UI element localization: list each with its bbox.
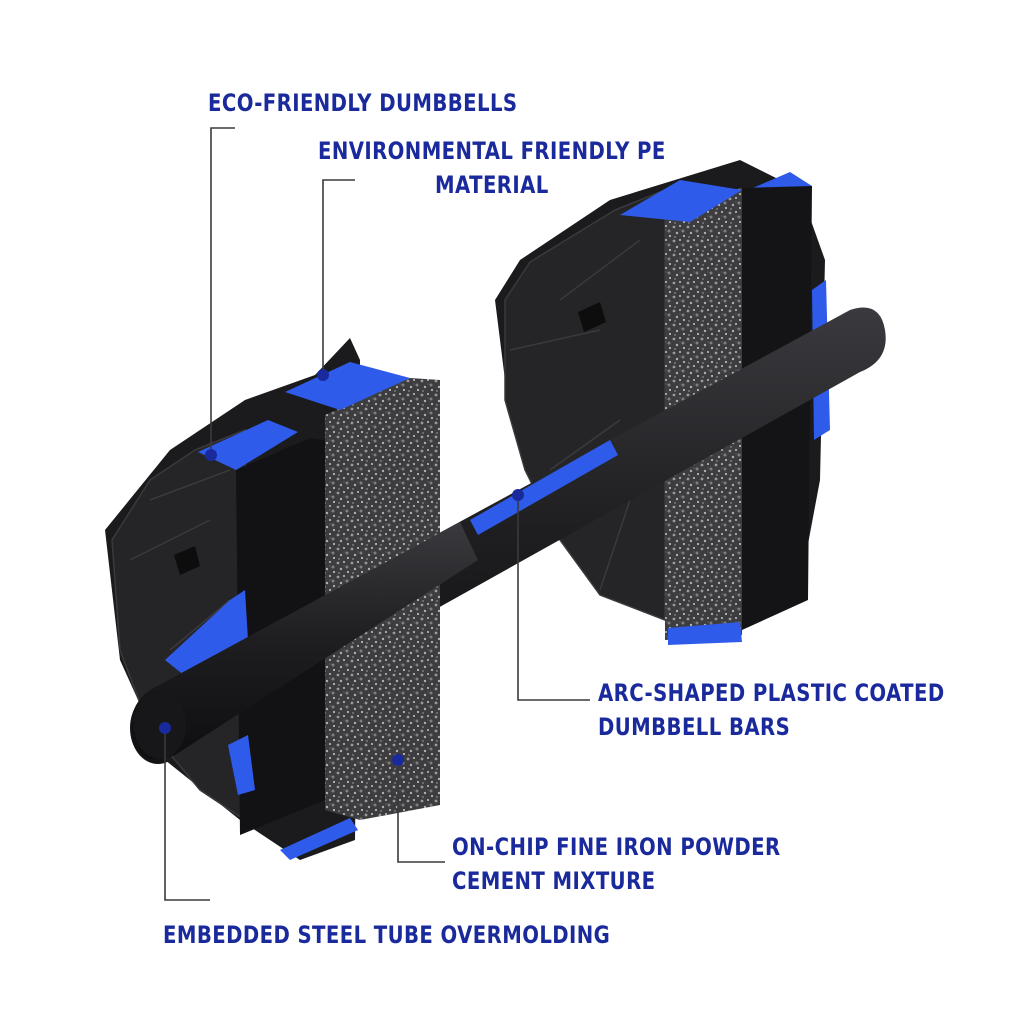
bar-front-segment [131, 522, 478, 760]
leader-eco [210, 127, 235, 455]
callout-iron-powder: ON-CHIP FINE IRON POWDER CEMENT MIXTURE [452, 830, 781, 898]
callout-arc-line2: DUMBBELL BARS [598, 713, 791, 741]
callout-chip-line2: CEMENT MIXTURE [452, 867, 656, 895]
callout-chip-line1: ON-CHIP FINE IRON POWDER [452, 833, 781, 861]
right-square-hole [578, 302, 606, 332]
callout-eco-friendly: ECO-FRIENDLY DUMBBELLS [208, 86, 518, 120]
dot-chip [392, 754, 404, 766]
callout-environmental: ENVIRONMENTAL FRIENDLY PE MATERIAL [318, 134, 666, 202]
left-blue-clip-top [165, 590, 248, 680]
left-blue-bottom [280, 818, 358, 860]
left-blue-cap-back [285, 362, 410, 410]
dot-env [317, 369, 329, 381]
leader-env [322, 179, 355, 375]
leader-tube [164, 728, 210, 901]
leader-arc [517, 495, 590, 701]
bar-blue-sleeve [470, 440, 618, 535]
callout-arc-line1: ARC-SHAPED PLASTIC COATED [598, 679, 945, 707]
left-blue-cap-front [198, 420, 298, 470]
right-blue-bottom [668, 622, 742, 645]
callout-env-line2: MATERIAL [435, 171, 549, 199]
leader-dots [159, 369, 524, 766]
callout-steel-tube: EMBEDDED STEEL TUBE OVERMOLDING [163, 918, 610, 952]
left-blue-clip-bottom [228, 735, 255, 795]
dot-eco [205, 449, 217, 461]
callout-eco-line1: ECO-FRIENDLY DUMBBELLS [208, 89, 518, 117]
right-weight [495, 160, 830, 645]
leader-lines [164, 127, 590, 901]
dot-tube [159, 722, 171, 734]
callout-tube-line1: EMBEDDED STEEL TUBE OVERMOLDING [163, 921, 611, 949]
dot-arc [512, 489, 524, 501]
leader-chip [397, 760, 445, 863]
callout-arc-shaped: ARC-SHAPED PLASTIC COATED DUMBBELL BARS [598, 676, 945, 744]
left-square-hole [174, 546, 200, 575]
right-blue-cap-front [620, 180, 742, 222]
callout-env-line1: ENVIRONMENTAL FRIENDLY PE [318, 137, 666, 165]
